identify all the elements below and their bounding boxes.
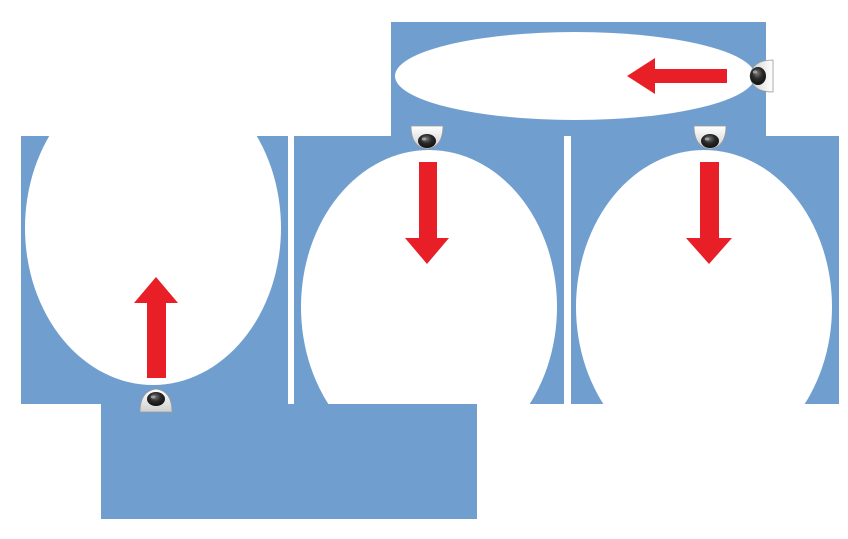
dome-camera-icon-middle	[410, 125, 444, 150]
dome-camera-icon-right	[693, 125, 727, 150]
arrow-icon-up	[134, 277, 178, 378]
arrow-icon-down-middle	[405, 162, 449, 264]
coverage-area-middle	[301, 150, 557, 404]
coverage-area-right	[576, 150, 832, 404]
arrow-icon-down-right	[686, 162, 732, 264]
dome-camera-icon-floor	[139, 388, 173, 413]
coverage-area-left	[25, 136, 281, 385]
coverage-area-top-right	[395, 32, 755, 120]
arrow-icon-left	[627, 58, 727, 94]
dome-camera-icon-right-wall	[749, 59, 774, 93]
panel-bottom	[101, 404, 477, 519]
